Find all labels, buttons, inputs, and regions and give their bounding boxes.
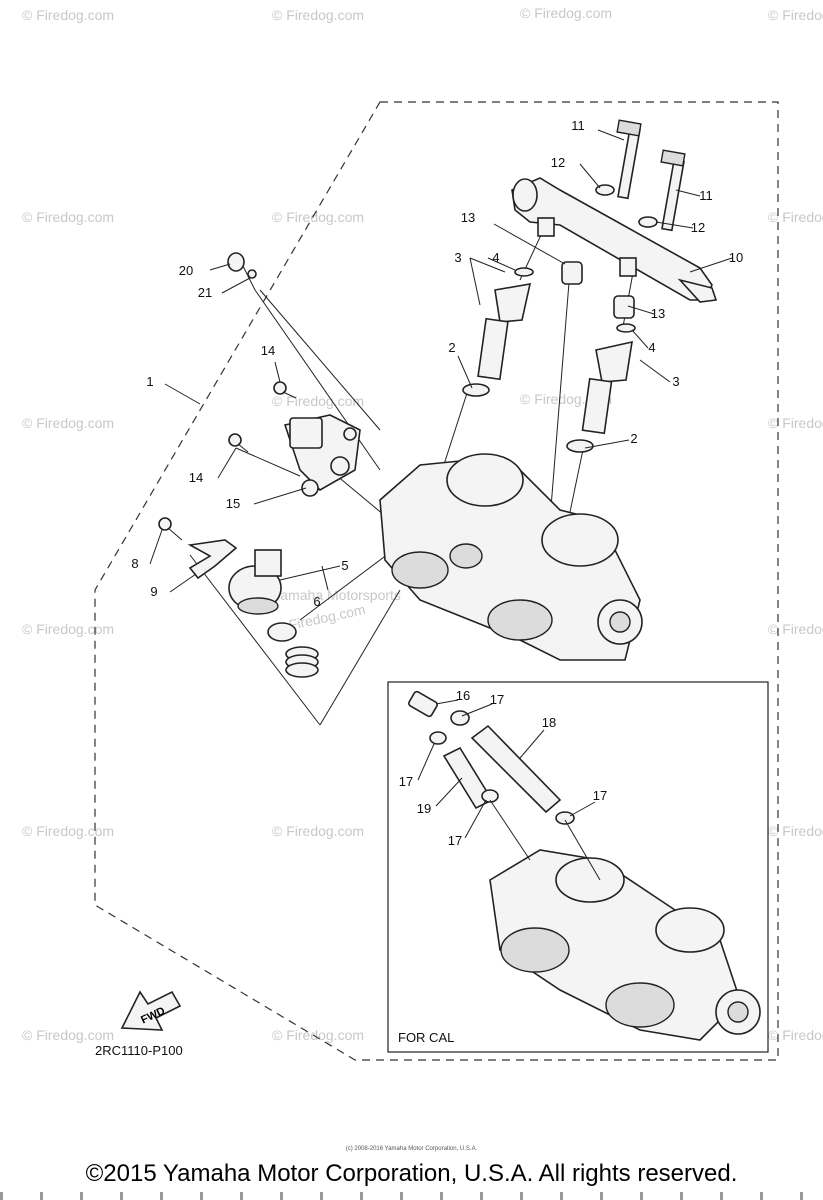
callout-c21: 21 [198, 285, 212, 300]
throttle-sensor-5 [228, 549, 282, 615]
svg-text:© Firedog.com: © Firedog.com [272, 1027, 364, 1043]
map-sensor-15 [283, 414, 361, 497]
svg-text:© Firedog.com: © Firedog.com [520, 5, 612, 21]
svg-text:Yamaha Motorsports: Yamaha Motorsports [272, 587, 401, 603]
callout-c20: 20 [179, 263, 193, 278]
svg-text:© Firedog.com: © Firedog.com [768, 621, 823, 637]
oring-6 [267, 622, 297, 642]
screw-8 [158, 517, 183, 541]
callout-c17c: 17 [593, 788, 607, 803]
inset-label: FOR CAL [398, 1030, 454, 1045]
callout-c3b: 3 [672, 374, 679, 389]
callout-c1: 1 [146, 374, 153, 389]
callout-c2b: 2 [630, 431, 637, 446]
callout-c2a: 2 [448, 340, 455, 355]
fuel-rail [511, 177, 718, 303]
svg-text:© Firedog.com: © Firedog.com [768, 209, 823, 225]
washer-12b [638, 216, 658, 228]
callout-c11b: 11 [699, 188, 713, 203]
svg-text:© Firedog.com: © Firedog.com [22, 1027, 114, 1043]
callout-c13a: 13 [461, 210, 475, 225]
svg-text:© Firedog.com: © Firedog.com [272, 7, 364, 23]
callout-c17d: 17 [448, 833, 462, 848]
svg-text:© Firedog.com: © Firedog.com [768, 7, 823, 23]
callout-c12a: 12 [551, 155, 565, 170]
small-copyright: (c) 2008-2016 Yamaha Motor Corporation, … [345, 1146, 478, 1152]
svg-text:© Firedog.com: © Firedog.com [768, 415, 823, 431]
bottom-edge-strip [0, 1192, 823, 1200]
callout-c11a: 11 [571, 118, 585, 133]
svg-text:© Firedog.com: © Firedog.com [22, 209, 114, 225]
callout-c18: 18 [542, 715, 556, 730]
screw-14b [228, 433, 249, 453]
collar-13a [561, 261, 583, 285]
washer-12a [595, 184, 615, 196]
svg-text:© Firedog.com: © Firedog.com [272, 823, 364, 839]
injector-left [462, 267, 534, 397]
svg-text:© Firedog.com: © Firedog.com [22, 823, 114, 839]
clip-21 [247, 269, 257, 279]
throttle-body [379, 453, 643, 661]
callout-c14a: 14 [261, 343, 275, 358]
callout-c3a: 3 [454, 250, 461, 265]
spring [285, 646, 319, 678]
svg-text:© Firedog.com: © Firedog.com [768, 1027, 823, 1043]
callout-c13b: 13 [651, 306, 665, 321]
cap-20 [227, 252, 245, 272]
copyright-notice: ©2015 Yamaha Motor Corporation, U.S.A. A… [85, 1160, 738, 1187]
callout-c15: 15 [226, 496, 240, 511]
svg-text:© Firedog.com: © Firedog.com [272, 209, 364, 225]
drawing-code: 2RC1110-P100 [95, 1043, 183, 1058]
callout-c14b: 14 [189, 470, 203, 485]
inset-leaders [417, 699, 601, 881]
fwd-arrow: FWD [120, 990, 182, 1031]
callout-stubs [149, 129, 733, 593]
callout-c4b: 4 [648, 340, 655, 355]
svg-text:© Firedog.com: © Firedog.com [22, 415, 114, 431]
svg-text:Firedog.com: Firedog.com [287, 601, 366, 633]
bracket-9 [187, 539, 238, 580]
bolt-11a [616, 119, 642, 200]
callout-c10: 10 [729, 250, 743, 265]
assembly-outline [94, 101, 779, 1061]
callout-c4a: 4 [492, 250, 499, 265]
svg-text:© Firedog.com: © Firedog.com [22, 7, 114, 23]
callout-c17a: 17 [490, 692, 504, 707]
svg-text:© Firedog.com: © Firedog.com [22, 621, 114, 637]
injector-right [566, 323, 636, 453]
inset-parts [408, 690, 761, 1041]
collar-13b [613, 295, 635, 319]
callout-c9: 9 [150, 584, 157, 599]
bolt-11b [660, 149, 686, 232]
callout-c12b: 12 [691, 220, 705, 235]
callout-c5: 5 [341, 558, 348, 573]
callout-c17b: 17 [399, 774, 413, 789]
callout-c16: 16 [456, 688, 470, 703]
callout-c8: 8 [131, 556, 138, 571]
callout-c19: 19 [417, 801, 431, 816]
svg-text:© Firedog.com: © Firedog.com [768, 823, 823, 839]
callout-c6: 6 [313, 594, 320, 609]
